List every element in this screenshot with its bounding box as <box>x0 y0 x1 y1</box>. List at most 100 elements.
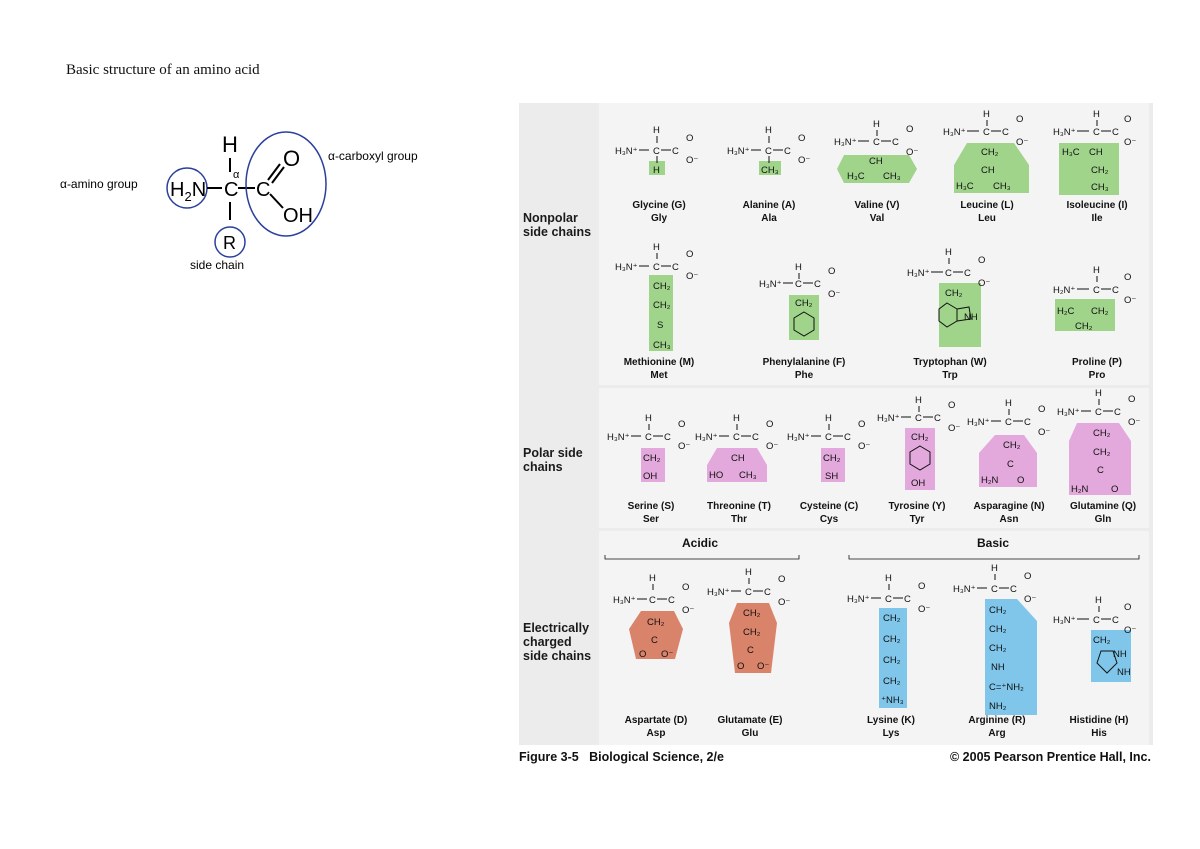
svg-text:H₃N⁺: H₃N⁺ <box>759 279 782 290</box>
amino-group-label: α-amino group <box>60 177 138 191</box>
glutamine-side-chain-highlight <box>1069 423 1131 495</box>
cysteine-side-chain-highlight <box>821 448 845 482</box>
svg-text:CH₂: CH₂ <box>1075 321 1093 332</box>
svg-text:O⁻: O⁻ <box>1124 625 1136 636</box>
asparagine-side-chain-highlight <box>979 435 1037 487</box>
svg-text:C: C <box>1010 584 1017 595</box>
svg-text:O: O <box>1124 114 1131 125</box>
svg-text:C: C <box>764 587 771 598</box>
svg-text:CH₂: CH₂ <box>1003 440 1021 451</box>
svg-text:NH₂: NH₂ <box>989 701 1007 712</box>
svg-text:H₂N⁺: H₂N⁺ <box>1053 285 1075 296</box>
svg-text:CH₃: CH₃ <box>761 165 779 176</box>
svg-text:H: H <box>873 119 880 130</box>
carboxyl-group-label: α-carboxyl group <box>328 149 418 163</box>
svg-text:C: C <box>945 268 952 279</box>
serine-label: Serine (S)Ser <box>627 501 675 525</box>
svg-text:H: H <box>915 395 922 406</box>
svg-text:O: O <box>1024 571 1031 582</box>
svg-text:C: C <box>1114 407 1121 418</box>
svg-text:O: O <box>948 400 955 411</box>
svg-text:O: O <box>1111 484 1118 495</box>
svg-text:H₃N⁺: H₃N⁺ <box>834 137 857 148</box>
svg-text:O: O <box>678 419 685 430</box>
aspartate-label: Aspartate (D)Asp <box>624 715 688 739</box>
svg-text:H₃C: H₃C <box>956 181 974 192</box>
svg-text:C: C <box>747 645 754 656</box>
histidine-side-chain-highlight <box>1091 630 1131 682</box>
aspartate-side-chain-highlight <box>629 611 683 659</box>
carboxyl-hydroxyl: OH <box>283 205 313 227</box>
svg-text:H: H <box>1095 388 1102 399</box>
svg-text:C: C <box>1112 285 1119 296</box>
tyrosine-label: Tyrosine (Y)Tyr <box>888 501 946 525</box>
svg-text:H₃C: H₃C <box>1062 147 1080 158</box>
svg-text:H: H <box>649 573 656 584</box>
svg-text:C: C <box>1005 417 1012 428</box>
methionine-side-chain-highlight <box>649 275 673 351</box>
alanine-structure: H H₃N⁺ C COO⁻ CH₃ <box>727 125 810 176</box>
svg-text:C: C <box>915 413 922 424</box>
svg-text:C: C <box>814 279 821 290</box>
svg-text:H: H <box>945 247 952 258</box>
svg-text:C: C <box>964 268 971 279</box>
svg-text:C: C <box>873 137 880 148</box>
svg-text:C: C <box>745 587 752 598</box>
svg-text:C: C <box>668 595 675 606</box>
svg-text:C: C <box>1097 465 1104 476</box>
svg-text:C: C <box>733 432 740 443</box>
svg-text:C: C <box>765 146 772 157</box>
svg-text:CH₂: CH₂ <box>883 613 901 624</box>
proline-side-chain-highlight <box>1055 299 1115 331</box>
svg-text:O⁻: O⁻ <box>906 147 918 158</box>
structures-layer: H H₃N⁺ C COO⁻ H H H₃N⁺ C COO⁻ CH₃ H H₃N⁺… <box>604 109 1140 715</box>
svg-text:C: C <box>991 584 998 595</box>
side-chain-circle <box>214 226 246 258</box>
svg-text:CH: CH <box>981 165 995 176</box>
side-chain-label: side chain <box>190 258 244 272</box>
svg-text:CH₃: CH₃ <box>739 470 757 481</box>
svg-text:H: H <box>745 567 752 578</box>
svg-text:CH₂: CH₂ <box>743 627 761 638</box>
svg-text:CH₂: CH₂ <box>643 453 661 464</box>
svg-text:C: C <box>892 137 899 148</box>
svg-text:C: C <box>1024 417 1031 428</box>
svg-text:O: O <box>978 255 985 266</box>
isoleucine-label: Isoleucine (I)Ile <box>1066 200 1128 224</box>
charged-band: Electrically charged side chains <box>519 531 1153 745</box>
svg-text:CH₃: CH₃ <box>653 340 671 351</box>
svg-text:C: C <box>1093 615 1100 626</box>
svg-text:C: C <box>672 146 679 157</box>
svg-text:H: H <box>983 109 990 120</box>
svg-text:OH: OH <box>643 471 657 482</box>
svg-text:C: C <box>672 262 679 273</box>
valine-label: Valine (V)Val <box>854 200 900 224</box>
svg-text:O: O <box>1017 475 1024 486</box>
proline-label: Proline (P)Pro <box>1071 357 1122 381</box>
svg-text:C: C <box>1007 459 1014 470</box>
svg-text:C: C <box>1002 127 1009 138</box>
svg-text:C=⁺NH₂: C=⁺NH₂ <box>989 682 1024 693</box>
svg-text:CH₂: CH₂ <box>647 617 665 628</box>
svg-text:H: H <box>885 573 892 584</box>
svg-text:C: C <box>1093 285 1100 296</box>
carboxyl-group-circle <box>245 131 327 237</box>
svg-text:CH₂: CH₂ <box>883 634 901 645</box>
svg-text:C: C <box>1095 407 1102 418</box>
svg-text:H₃C: H₃C <box>847 171 865 182</box>
amino-nitrogen: H2N <box>170 179 206 204</box>
svg-text:O⁻: O⁻ <box>1124 295 1136 306</box>
alpha-hydrogen: H <box>222 132 238 157</box>
svg-text:CH: CH <box>731 453 745 464</box>
svg-text:S: S <box>657 320 663 331</box>
svg-text:C: C <box>645 432 652 443</box>
svg-text:H: H <box>825 413 832 424</box>
svg-text:O⁻: O⁻ <box>798 155 810 166</box>
svg-text:NH: NH <box>1113 649 1127 660</box>
svg-text:C: C <box>1093 127 1100 138</box>
tryptophan-label: Tryptophan (W)Trp <box>913 357 987 381</box>
